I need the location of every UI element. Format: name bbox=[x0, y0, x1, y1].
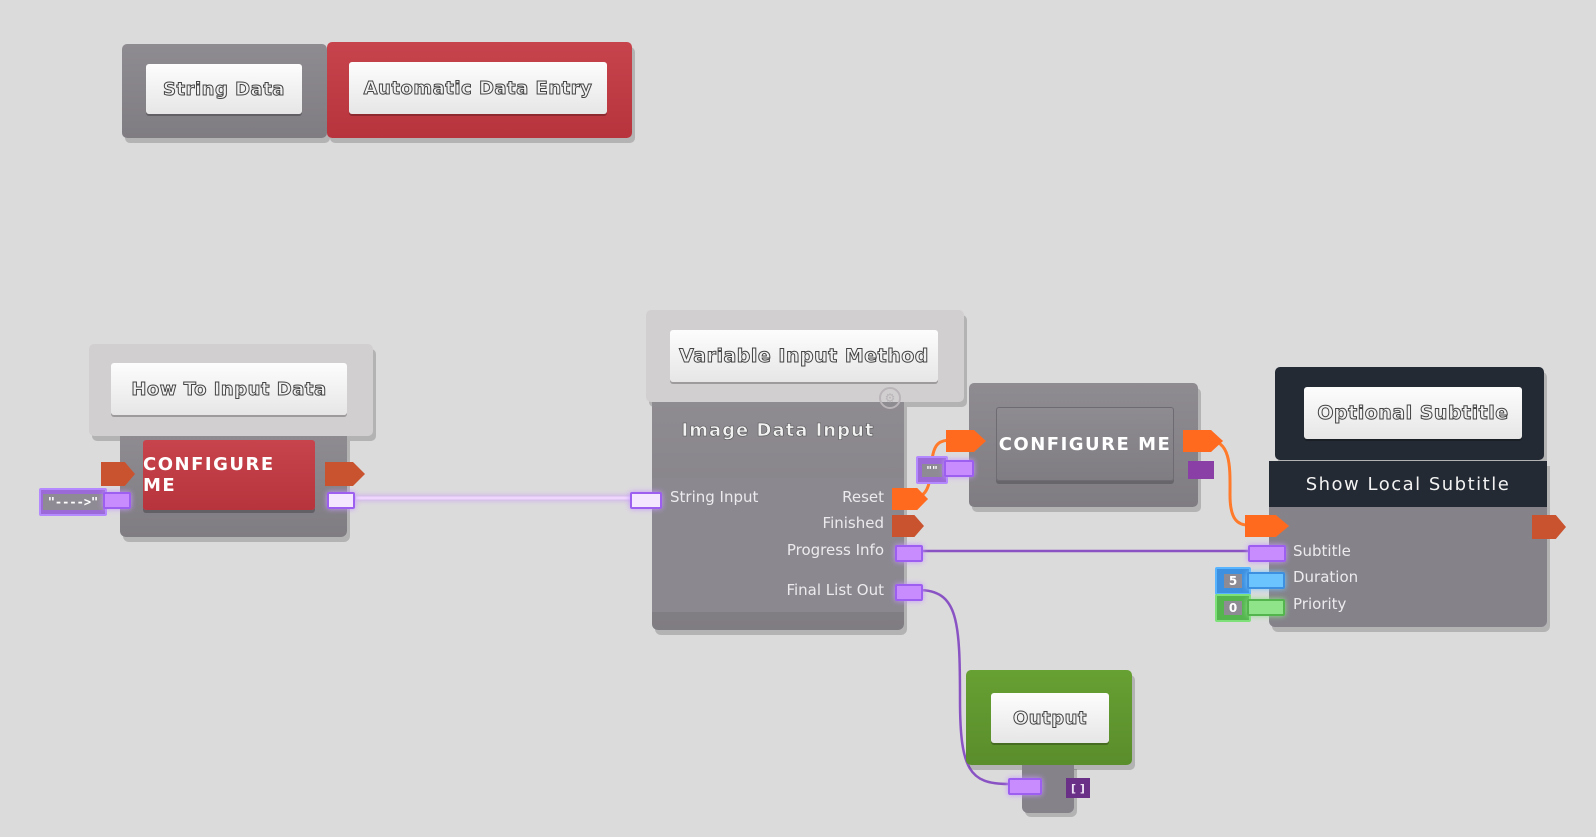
output-list-input-plug[interactable] bbox=[1008, 778, 1042, 795]
how-to-input-body[interactable]: CONFIGURE ME bbox=[120, 436, 347, 537]
string-output-plug-left[interactable] bbox=[327, 492, 355, 509]
reset-flow-output[interactable] bbox=[892, 488, 928, 510]
empty-string-text: "" bbox=[922, 463, 942, 477]
configure-flow-output[interactable] bbox=[1183, 430, 1223, 452]
show-local-subtitle-label: Show Local Subtitle bbox=[1305, 473, 1511, 495]
progress-info-plug[interactable] bbox=[895, 545, 923, 562]
output-node[interactable]: Output bbox=[966, 670, 1132, 765]
priority-input-label: Priority bbox=[1293, 595, 1347, 613]
configure-me-button-middle[interactable]: CONFIGURE ME bbox=[996, 407, 1174, 481]
how-to-input-header[interactable]: How To Input Data bbox=[89, 344, 373, 436]
variable-input-title: Variable Input Method bbox=[670, 330, 938, 382]
variable-input-header[interactable]: Variable Input Method bbox=[646, 310, 964, 402]
string-input-label: String Input bbox=[670, 488, 759, 506]
duration-value-chip[interactable]: 5 bbox=[1215, 567, 1251, 595]
image-data-input-subtitle: Image Data Input bbox=[681, 420, 875, 442]
configure-me-node-middle[interactable]: CONFIGURE ME bbox=[969, 383, 1198, 507]
string-input-plug[interactable] bbox=[630, 492, 662, 509]
string-data-label: String Data bbox=[146, 64, 302, 114]
empty-string-plug[interactable] bbox=[944, 460, 974, 477]
show-local-subtitle-body[interactable]: Show Local Subtitle Subtitle Duration Pr… bbox=[1269, 461, 1547, 627]
output-list-glyph: [ ] bbox=[1071, 781, 1085, 795]
subtitle-input-plug[interactable] bbox=[1248, 545, 1286, 562]
progress-info-output-label: Progress Info bbox=[786, 541, 884, 559]
optional-subtitle-header[interactable]: Optional Subtitle bbox=[1275, 367, 1544, 460]
duration-input-plug[interactable] bbox=[1247, 572, 1285, 589]
configure-me-button-left[interactable]: CONFIGURE ME bbox=[143, 440, 315, 510]
reset-output-label: Reset bbox=[842, 488, 884, 506]
optional-subtitle-title: Optional Subtitle bbox=[1304, 387, 1522, 439]
subtitle-input-label: Subtitle bbox=[1293, 542, 1351, 560]
finished-output-label: Finished bbox=[822, 514, 884, 532]
priority-value-chip[interactable]: 0 bbox=[1215, 594, 1251, 622]
show-local-subtitle-bar: Show Local Subtitle bbox=[1269, 461, 1547, 507]
final-list-out-output-label: Final List Out bbox=[786, 581, 884, 599]
automatic-data-entry-node[interactable]: Automatic Data Entry bbox=[327, 42, 632, 138]
priority-value-text: 0 bbox=[1223, 601, 1243, 615]
variable-input-pin-area bbox=[652, 478, 904, 612]
automatic-data-entry-label: Automatic Data Entry bbox=[349, 62, 607, 114]
empty-string-chip[interactable]: "" bbox=[916, 456, 948, 484]
final-list-out-plug[interactable] bbox=[895, 584, 923, 601]
how-to-input-title: How To Input Data bbox=[111, 363, 347, 415]
string-data-node[interactable]: String Data bbox=[122, 44, 327, 138]
duration-input-label: Duration bbox=[1293, 568, 1359, 586]
string-literal-text: "---->" bbox=[42, 494, 104, 510]
string-literal-chip[interactable]: "---->" bbox=[39, 488, 107, 516]
wire-configure-subtitle-flow[interactable] bbox=[1207, 438, 1249, 527]
wire-final-list-output[interactable] bbox=[917, 588, 1009, 786]
string-literal-plug[interactable] bbox=[103, 492, 131, 509]
priority-input-plug[interactable] bbox=[1247, 599, 1285, 616]
variable-input-body[interactable]: Image Data Input String Input Reset Fini… bbox=[652, 402, 904, 630]
configure-data-output-port[interactable] bbox=[1188, 461, 1214, 479]
finished-flow-output[interactable] bbox=[892, 515, 924, 537]
settings-gear-icon[interactable]: ⚙ bbox=[879, 387, 901, 409]
output-title: Output bbox=[991, 693, 1109, 743]
duration-value-text: 5 bbox=[1223, 574, 1243, 588]
configure-flow-input[interactable] bbox=[946, 430, 986, 452]
output-list-port[interactable]: [ ] bbox=[1066, 778, 1090, 798]
subtitle-flow-input[interactable] bbox=[1245, 515, 1289, 537]
